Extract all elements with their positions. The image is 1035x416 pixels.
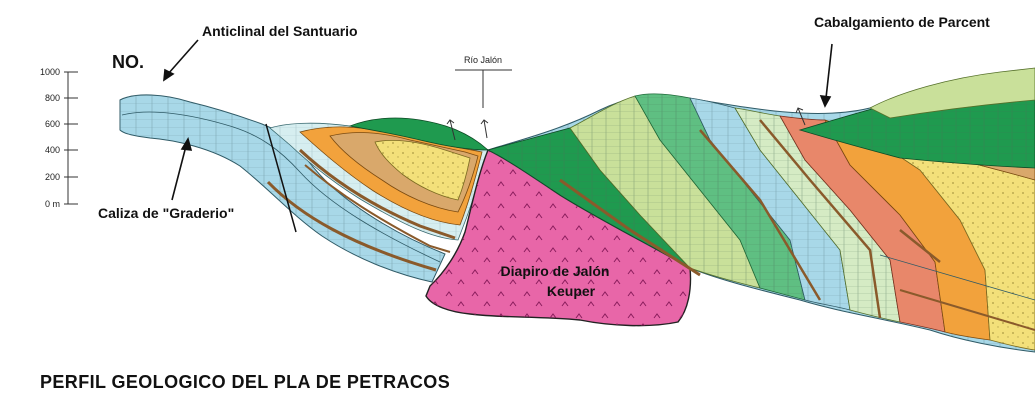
scale-tick-200: 200 (45, 172, 60, 182)
limestone-arrow (171, 136, 193, 201)
scale-tick-800: 800 (45, 93, 60, 103)
fault-line (265, 123, 297, 233)
thrust-label: Cabalgamiento de Parcent (814, 14, 990, 30)
river-label: Río Jalón (464, 55, 502, 65)
orientation-label: NO. (112, 52, 144, 72)
vertical-scale: 1000 800 600 400 200 0 m (40, 67, 78, 209)
surface-arrows (446, 107, 806, 141)
diapir-label: Diapiro de Jalón (501, 263, 610, 279)
limestone-label: Caliza de "Graderio" (98, 205, 234, 221)
right-dipping-beds (486, 67, 1035, 353)
thrust-arrow (819, 43, 833, 108)
diapir-keuper (425, 149, 692, 327)
left-anticline (119, 94, 446, 283)
anticline-label: Anticlinal del Santuario (202, 23, 358, 39)
scale-tick-1000: 1000 (40, 67, 60, 77)
scale-tick-400: 400 (45, 145, 60, 155)
left-syncline (269, 117, 490, 253)
keuper-label: Keuper (547, 283, 596, 299)
scale-tick-0: 0 m (45, 199, 60, 209)
scale-tick-600: 600 (45, 119, 60, 129)
river-marker: Río Jalón (455, 55, 512, 108)
anticline-arrow (163, 39, 199, 82)
figure-caption: PERFIL GEOLOGICO DEL PLA DE PETRACOS (40, 372, 451, 392)
